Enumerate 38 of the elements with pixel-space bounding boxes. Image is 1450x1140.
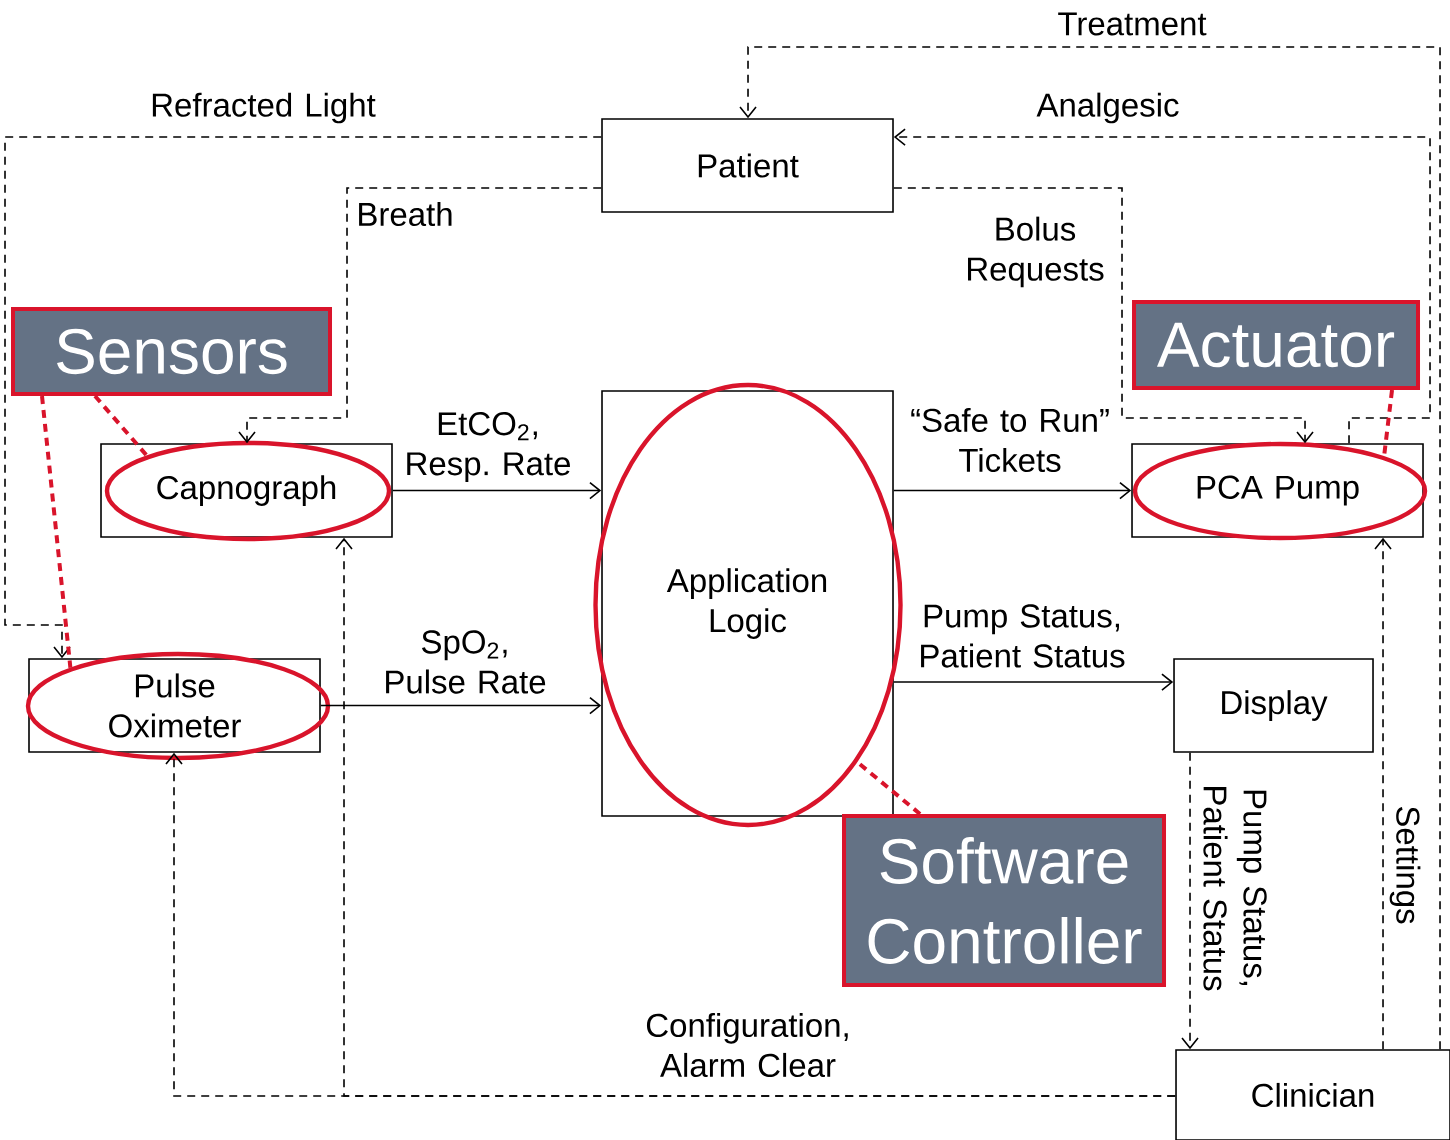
highlight-ellipse <box>25 651 331 761</box>
edge-label: Breath <box>359 201 452 227</box>
entity-box: Display <box>1173 658 1374 753</box>
edge-label: Treatment <box>1058 12 1207 36</box>
entity-box: Application Logic <box>601 390 894 817</box>
dashed-arrow <box>238 187 602 444</box>
leader-line <box>856 760 922 816</box>
dashed-arrow <box>893 128 1431 444</box>
entity-box: PCA Pump <box>1131 443 1424 538</box>
dashed-arrow <box>1374 537 1392 1050</box>
edge-label: Bolus Requests <box>968 216 1104 288</box>
dashed-arrow <box>893 187 1314 444</box>
entity-box: Patient <box>601 118 894 213</box>
arrow <box>320 696 602 715</box>
leader-line <box>40 395 73 668</box>
leader-line <box>93 394 149 457</box>
dashed-arrow <box>165 752 1176 1097</box>
edge-label: Refracted Light <box>152 92 376 124</box>
dashed-arrow <box>739 46 1441 1050</box>
arrow <box>893 673 1174 691</box>
entity-box: Clinician <box>1175 1049 1450 1140</box>
callout-label: Sensors <box>11 307 332 396</box>
arrow <box>893 481 1132 500</box>
entity-box: Capnograph <box>100 443 393 538</box>
leader-line <box>1382 389 1394 457</box>
edge-label: “Safe to Run” Tickets <box>911 407 1109 473</box>
edge-label: Pump Status, Patient Status <box>1203 787 1267 991</box>
edge-label: Analgesic <box>1036 92 1179 124</box>
dashed-arrow <box>1181 752 1199 1050</box>
dashed-arrow <box>4 136 602 659</box>
edge-label: EtCO$_{2}$, Resp. Rate <box>407 412 570 482</box>
edge-label: Pump Status, Patient Status <box>921 604 1125 668</box>
edge-label: Settings <box>1389 806 1421 924</box>
arrow <box>392 481 602 500</box>
edge-label: SpO$_{2}$, Pulse Rate <box>386 630 546 694</box>
edge-label: Configuration, Alarm Clear <box>646 1012 848 1078</box>
callout-label: Software Controller <box>842 814 1166 987</box>
callout-label: Actuator <box>1132 300 1420 390</box>
